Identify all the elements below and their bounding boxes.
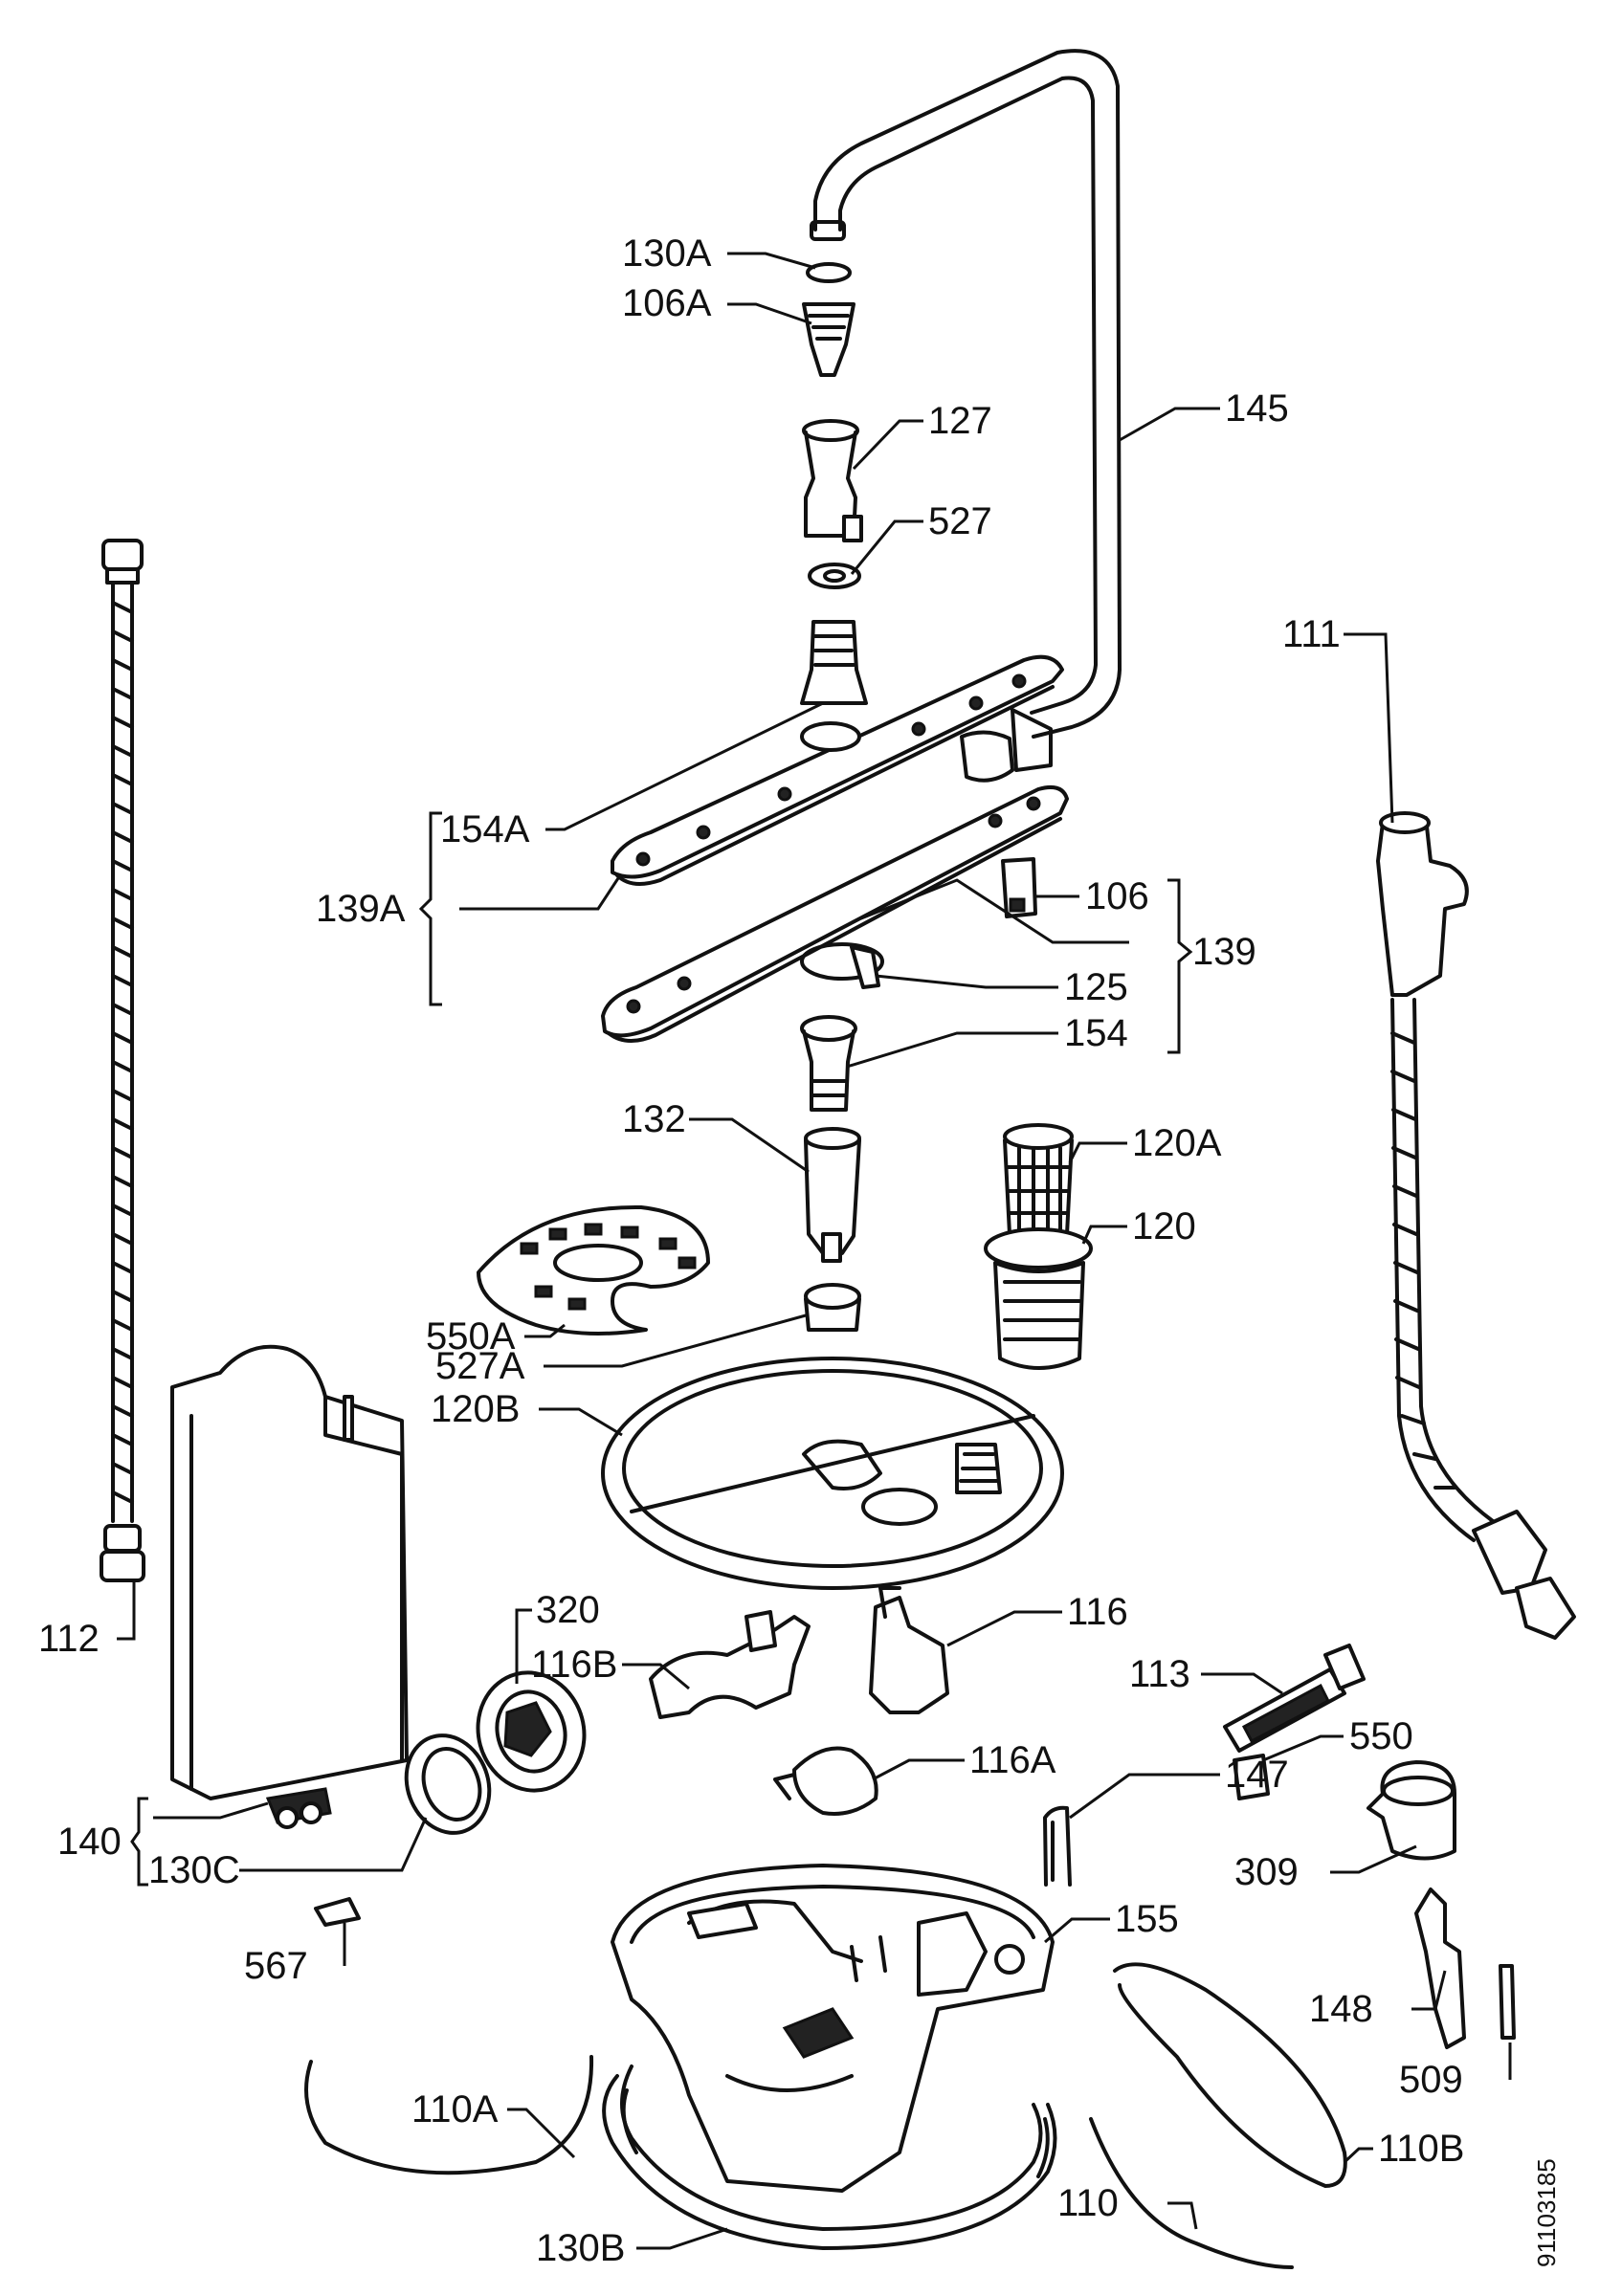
label-147: 147 — [1225, 1754, 1289, 1796]
nozzle-106A — [802, 302, 855, 377]
fine-filter-120A — [1003, 1123, 1074, 1236]
seal-ring-130C — [404, 1733, 492, 1835]
label-127: 127 — [928, 400, 992, 442]
bracket-group-139A — [418, 811, 442, 1006]
label-120: 120 — [1132, 1205, 1196, 1247]
valve-part-116B — [649, 1610, 811, 1719]
label-139A: 139A — [316, 888, 406, 930]
pin-509 — [1499, 1964, 1516, 2040]
upper-spray-arm-154A — [611, 620, 1064, 886]
deflector-550A — [477, 1204, 710, 1336]
label-125: 125 — [1064, 966, 1128, 1008]
drawing-reference-number: 91103185 — [1532, 2158, 1561, 2267]
label-110: 110 — [1057, 2182, 1119, 2224]
clip-567 — [314, 1897, 361, 1927]
tube-132 — [804, 1127, 861, 1263]
label-550: 550 — [1349, 1715, 1413, 1757]
label-527A: 527A — [435, 1345, 525, 1387]
label-154A: 154A — [440, 808, 530, 850]
bracket-group-139 — [1167, 878, 1193, 1054]
seal-130B — [602, 2064, 1057, 2250]
label-116: 116 — [1067, 1591, 1128, 1633]
label-111: 111 — [1282, 613, 1341, 655]
label-567: 567 — [244, 1945, 308, 1987]
label-116B: 116B — [531, 1644, 617, 1686]
label-132: 132 — [622, 1098, 686, 1140]
label-155: 155 — [1115, 1898, 1179, 1940]
part-labels: 130A 106A 127 145 527 111 154A 139A 106 … — [38, 232, 1561, 2269]
valve-part-116 — [869, 1586, 949, 1714]
bracket-group-140 — [130, 1797, 148, 1887]
heater-113 — [1223, 1644, 1366, 1753]
bearing-ring-125 — [800, 942, 884, 989]
block-550 — [1233, 1754, 1270, 1800]
label-106: 106 — [1085, 875, 1149, 917]
o-ring-130A — [806, 262, 852, 283]
bracket-148 — [1414, 1888, 1466, 2049]
hub-154 — [800, 1015, 857, 1112]
gasket-110B — [1113, 1962, 1347, 2188]
washer-527 — [808, 563, 861, 589]
label-550A: 550A — [426, 1315, 516, 1358]
label-110B: 110B — [1378, 2128, 1464, 2170]
clip-106 — [1001, 857, 1037, 918]
label-130A: 130A — [622, 232, 712, 275]
leader-lines — [117, 252, 1512, 2250]
label-527: 527 — [928, 500, 992, 542]
ring-527A — [804, 1283, 861, 1332]
label-148: 148 — [1309, 1988, 1373, 2030]
softener-container-140 — [170, 1344, 409, 1829]
lower-spray-arm-139 — [601, 785, 1069, 1043]
label-145: 145 — [1225, 387, 1289, 430]
coupling-127 — [802, 419, 863, 542]
gasket-110 — [1089, 2117, 1294, 2269]
coarse-filter-120 — [984, 1227, 1093, 1370]
label-154: 154 — [1064, 1012, 1128, 1054]
filter-plate-120B — [601, 1357, 1064, 1590]
valve-part-116A — [773, 1746, 878, 1816]
label-320: 320 — [536, 1589, 600, 1631]
label-110A: 110A — [411, 2088, 499, 2130]
label-120B: 120B — [431, 1388, 520, 1430]
label-120A: 120A — [1132, 1122, 1222, 1164]
label-309: 309 — [1234, 1851, 1299, 1893]
label-112: 112 — [38, 1618, 100, 1660]
label-509: 509 — [1399, 2059, 1463, 2101]
label-106A: 106A — [622, 282, 712, 324]
drain-hose-111 — [1376, 811, 1576, 1640]
upper-spray-pipe-145 — [810, 49, 1122, 783]
clip-147 — [1043, 1805, 1072, 1887]
label-113: 113 — [1129, 1653, 1190, 1695]
label-140: 140 — [57, 1821, 122, 1863]
label-130B: 130B — [536, 2227, 625, 2269]
label-130C: 130C — [148, 1849, 240, 1891]
chamber-309 — [1366, 1760, 1456, 1861]
label-116A: 116A — [969, 1739, 1056, 1781]
label-139: 139 — [1192, 931, 1256, 973]
gasket-110A — [304, 2055, 594, 2175]
pump-cover-320 — [476, 1670, 587, 1793]
inlet-hose-112 — [100, 539, 145, 1582]
sump-155 — [611, 1864, 1055, 2193]
